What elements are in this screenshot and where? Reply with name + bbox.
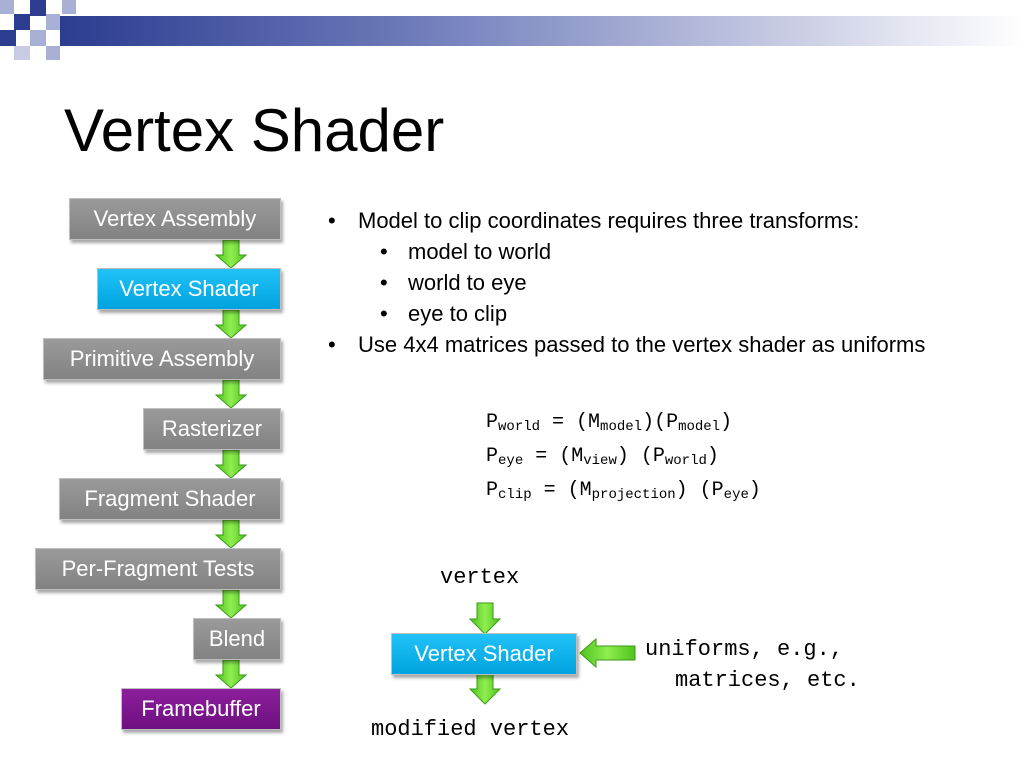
sub-bullet-item: model to world [328, 236, 968, 267]
equation-clip: Pclip = (Mprojection) (Peye) [486, 479, 761, 503]
sub-bullet-item: eye to clip [328, 298, 968, 329]
mini-side-label-1: uniforms, e.g., [645, 637, 844, 662]
arrow-down-in [468, 602, 502, 635]
mini-input-label: vertex [440, 565, 520, 590]
stage-fragment-shader: Fragment Shader [59, 478, 281, 520]
equation-eye: Peye = (Mview) (Pworld) [486, 445, 719, 469]
arrow-left-uniforms [579, 637, 636, 669]
stage-vertex-shader: Vertex Shader [97, 268, 281, 310]
pipeline-arrow [214, 309, 248, 339]
pipeline-arrow [214, 589, 248, 619]
pipeline-arrow [214, 379, 248, 409]
mini-output-label: modified vertex [371, 717, 570, 742]
stage-primitive-assembly: Primitive Assembly [43, 338, 281, 380]
equation-world: Pworld = (Mmodel)(Pmodel) [486, 411, 733, 435]
slide-title: Vertex Shader [64, 97, 445, 164]
pipeline-arrow [214, 449, 248, 479]
stage-rasterizer: Rasterizer [143, 408, 281, 450]
bullet-list: Model to clip coordinates requires three… [328, 205, 968, 360]
transform-equations: Pworld = (Mmodel)(Pmodel) Peye = (Mview)… [486, 408, 761, 510]
pipeline-arrow [214, 659, 248, 689]
stage-blend: Blend [193, 618, 281, 660]
arrow-down-out [468, 672, 502, 705]
stage-framebuffer: Framebuffer [121, 688, 281, 730]
bullet-item: Model to clip coordinates requires three… [328, 205, 968, 236]
stage-per-fragment-tests: Per-Fragment Tests [35, 548, 281, 590]
mini-vertex-shader-node: Vertex Shader [391, 633, 577, 675]
stage-vertex-assembly: Vertex Assembly [69, 198, 281, 240]
pipeline-arrow [214, 239, 248, 269]
mini-side-label-2: matrices, etc. [675, 668, 860, 693]
sub-bullet-item: world to eye [328, 267, 968, 298]
pipeline-arrow [214, 519, 248, 549]
bullet-item: Use 4x4 matrices passed to the vertex sh… [328, 329, 938, 360]
